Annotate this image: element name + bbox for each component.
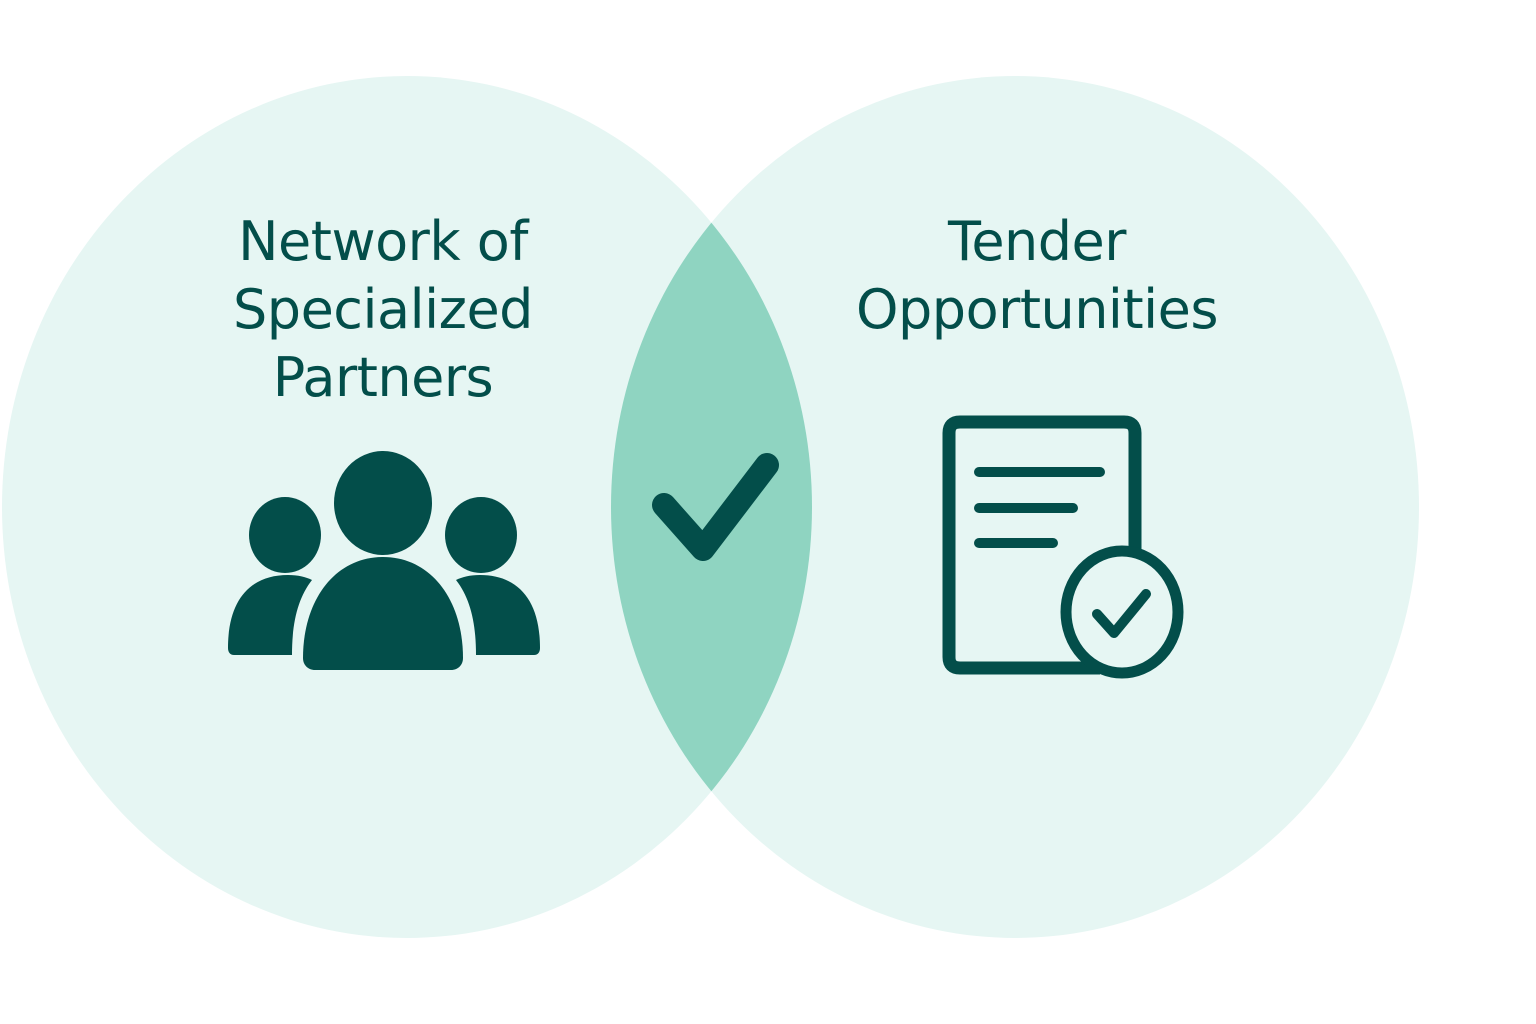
- left-set-title-line: Specialized: [233, 278, 533, 341]
- people-group-icon: [228, 451, 540, 670]
- document-check-icon: [942, 415, 1184, 679]
- right-set-title-line: Tender: [948, 210, 1126, 273]
- left-set-title-line: Partners: [272, 346, 494, 409]
- left-set-title-line: Network of: [238, 210, 528, 273]
- right-set-title: Tender Opportunities: [837, 208, 1237, 344]
- left-set-title: Network of Specialized Partners: [183, 208, 583, 412]
- checkmark-icon: [652, 453, 779, 561]
- right-set-title-line: Opportunities: [856, 278, 1218, 341]
